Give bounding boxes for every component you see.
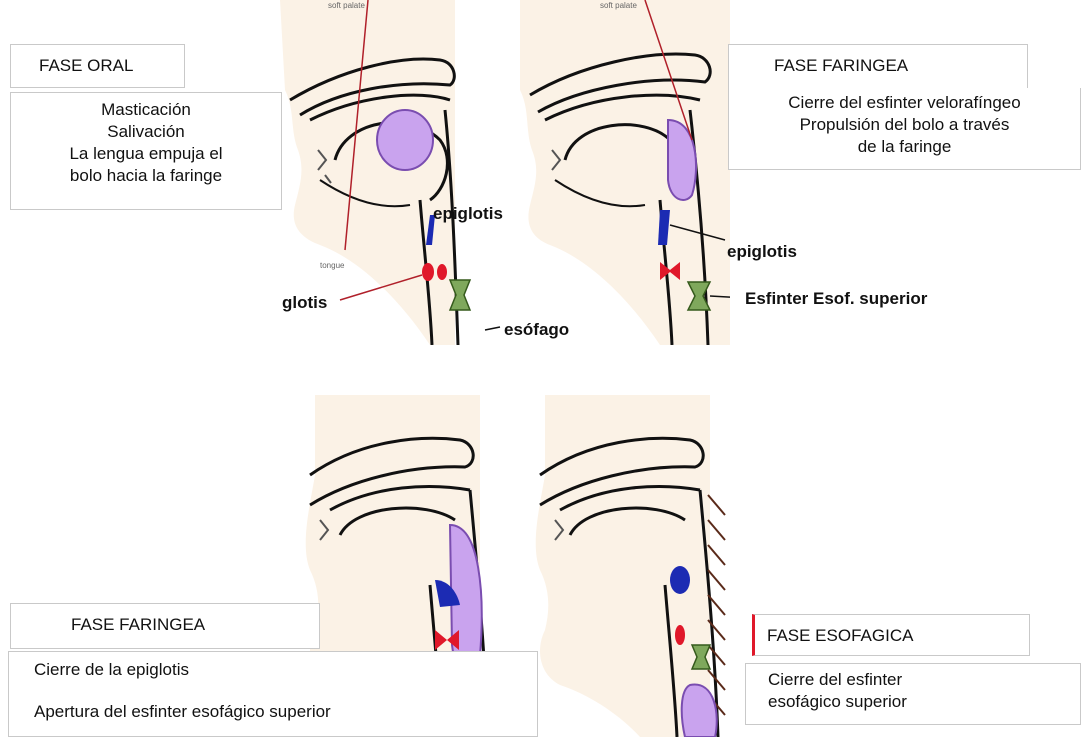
glottis-shape bbox=[422, 263, 434, 281]
oral-line-1: Masticación bbox=[11, 99, 281, 121]
label-epiglotis-1: epiglotis bbox=[433, 204, 503, 224]
glottis-shape bbox=[675, 625, 685, 645]
pharyngeal-bottom-line-1: Cierre de la epiglotis bbox=[34, 660, 537, 680]
label-esfinter: Esfinter Esof. superior bbox=[745, 289, 927, 309]
head-skin bbox=[536, 395, 710, 737]
label-esofago: esófago bbox=[504, 320, 569, 340]
phase-title-esophageal-text: FASE ESOFAGICA bbox=[767, 626, 913, 645]
phase-desc-esophageal: Cierre del esfinter esofágico superior bbox=[745, 663, 1081, 725]
phase-desc-pharyngeal-bottom: Cierre de la epiglotis Apertura del esfi… bbox=[8, 651, 538, 737]
phase-title-pharyngeal-bottom-text: FASE FARINGEA bbox=[71, 615, 205, 634]
oral-line-3: La lengua empuja el bbox=[11, 143, 281, 165]
faint-label-soft-palate: soft palate bbox=[328, 1, 365, 10]
phase-title-pharyngeal-bottom: FASE FARINGEA bbox=[10, 603, 320, 649]
bolus-shape bbox=[377, 110, 433, 170]
esophageal-line-1: Cierre del esfinter bbox=[768, 669, 1080, 691]
faint-label-soft-palate-2: soft palate bbox=[600, 1, 637, 10]
pharyngeal-bottom-line-2: Apertura del esfinter esofágico superior bbox=[34, 702, 537, 722]
glottis-shape-2 bbox=[437, 264, 447, 280]
pharyngeal-top-line-1: Cierre del esfinter velorafíngeo bbox=[729, 92, 1080, 114]
phase-title-oral: FASE ORAL bbox=[10, 44, 185, 88]
epiglottis-shape bbox=[670, 566, 690, 594]
faint-label-tongue: tongue bbox=[320, 261, 345, 270]
label-epiglotis-2: epiglotis bbox=[727, 242, 797, 262]
label-glotis: glotis bbox=[282, 293, 327, 313]
phase-desc-oral: Masticación Salivación La lengua empuja … bbox=[10, 92, 282, 210]
phase-desc-pharyngeal-top: Cierre del esfinter velorafíngeo Propuls… bbox=[728, 88, 1081, 170]
phase-title-pharyngeal-top-text: FASE FARINGEA bbox=[774, 56, 908, 75]
pointer-esofago bbox=[485, 327, 500, 330]
diagram-esophageal-phase bbox=[520, 395, 735, 737]
phase-title-oral-text: FASE ORAL bbox=[39, 56, 133, 75]
phase-title-esophageal: FASE ESOFAGICA bbox=[752, 614, 1030, 656]
esophageal-line-2: esofágico superior bbox=[768, 691, 1080, 713]
bolus-shape bbox=[682, 685, 717, 737]
oral-line-4: bolo hacia la faringe bbox=[11, 165, 281, 187]
pharyngeal-top-line-2: Propulsión del bolo a través bbox=[729, 114, 1080, 136]
diagram-pharyngeal-phase-top: soft palate bbox=[520, 0, 730, 345]
oral-line-2: Salivación bbox=[11, 121, 281, 143]
pharyngeal-top-line-3: de la faringe bbox=[729, 136, 1080, 158]
phase-title-pharyngeal-top: FASE FARINGEA bbox=[728, 44, 1028, 88]
